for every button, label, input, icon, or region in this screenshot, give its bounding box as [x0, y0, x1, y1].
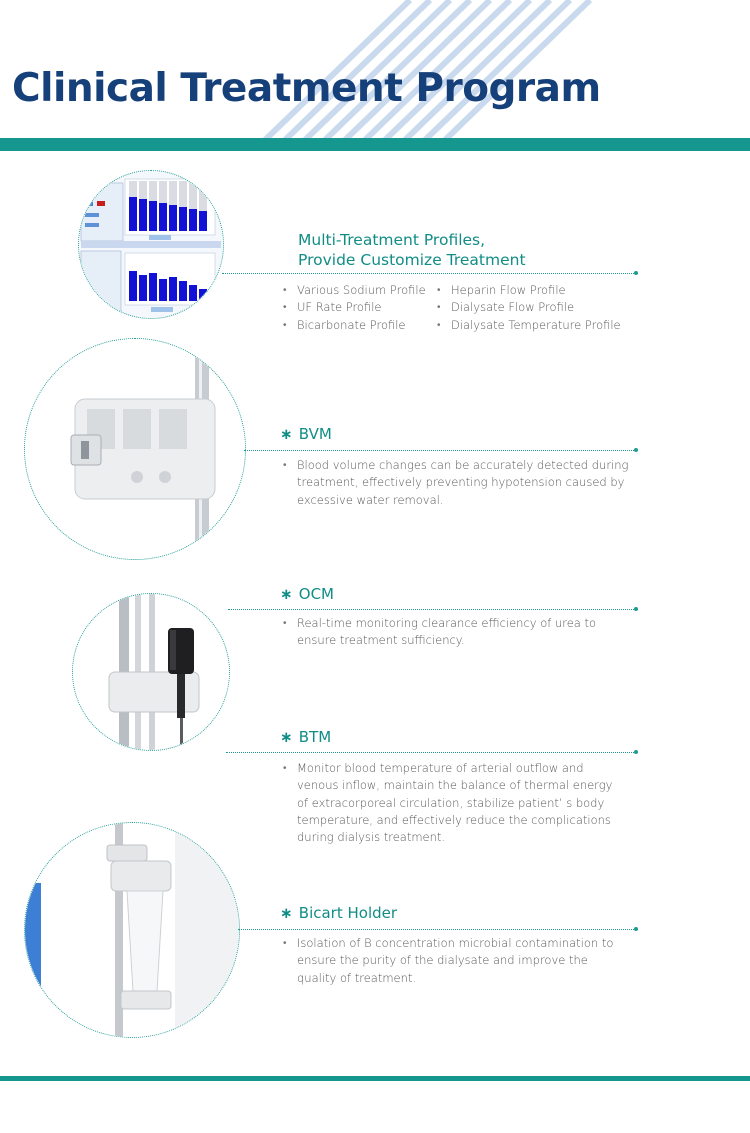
- asterisk-icon: ∗: [280, 728, 293, 746]
- ocm-title-text: OCM: [298, 585, 335, 603]
- profiles-title-line1: Multi-Treatment Profiles,: [298, 231, 486, 249]
- list-item: Isolation of B concentration microbial c…: [280, 935, 620, 987]
- bicart-title-text: Bicart Holder: [298, 904, 398, 922]
- profiles-title: Multi-Treatment Profiles, Provide Custom…: [298, 230, 526, 270]
- btm-title-text: BTM: [298, 728, 332, 746]
- profiles-list-left: Various Sodium Profile UF Rate Profile B…: [280, 282, 430, 334]
- btm-list: Monitor blood temperature of arterial ou…: [280, 760, 625, 846]
- btm-connector-dot: [634, 750, 638, 754]
- bvm-title: ∗ BVM: [280, 424, 332, 444]
- list-item: Bicarbonate Profile: [280, 317, 430, 335]
- btm-title: ∗ BTM: [280, 727, 331, 747]
- profiles-title-line2: Provide Customize Treatment: [298, 251, 526, 269]
- bvm-device-image: [24, 338, 246, 560]
- asterisk-icon: ∗: [280, 425, 293, 443]
- ocm-connector-dot: [634, 607, 638, 611]
- bvm-connector: [244, 450, 636, 451]
- list-item: Real-time monitoring clearance efficienc…: [280, 615, 630, 650]
- list-item: Blood volume changes can be accurately d…: [280, 457, 630, 509]
- bicart-list: Isolation of B concentration microbial c…: [280, 935, 620, 987]
- ocm-list: Real-time monitoring clearance efficienc…: [280, 615, 630, 650]
- list-item: Dialysate Flow Profile: [434, 299, 634, 317]
- bicart-title: ∗ Bicart Holder: [280, 903, 397, 923]
- list-item: Monitor blood temperature of arterial ou…: [280, 760, 625, 846]
- ocm-title: ∗ OCM: [280, 584, 334, 604]
- bicart-connector: [238, 929, 636, 930]
- asterisk-icon: ∗: [280, 585, 293, 603]
- asterisk-icon: ∗: [280, 904, 293, 922]
- footer-divider-bar: [0, 1076, 750, 1081]
- bvm-list: Blood volume changes can be accurately d…: [280, 457, 630, 509]
- header-divider-bar: [0, 138, 750, 151]
- list-item: Dialysate Temperature Profile: [434, 317, 634, 335]
- bicart-connector-dot: [634, 927, 638, 931]
- profiles-connector: [222, 273, 636, 274]
- list-item: Heparin Flow Profile: [434, 282, 634, 300]
- profiles-connector-dot: [634, 271, 638, 275]
- list-item: UF Rate Profile: [280, 299, 430, 317]
- profiles-list-right: Heparin Flow Profile Dialysate Flow Prof…: [434, 282, 634, 334]
- ocm-connector: [228, 609, 636, 610]
- header-stripes: [262, 0, 593, 140]
- bicart-holder-image: [24, 822, 240, 1038]
- bvm-connector-dot: [634, 448, 638, 452]
- page-title: Clinical Treatment Program: [12, 66, 601, 111]
- list-item: Various Sodium Profile: [280, 282, 430, 300]
- bvm-title-text: BVM: [298, 425, 332, 443]
- btm-connector: [226, 752, 636, 753]
- ocm-sensor-image: [72, 593, 230, 751]
- profiles-screen-image: [78, 170, 224, 319]
